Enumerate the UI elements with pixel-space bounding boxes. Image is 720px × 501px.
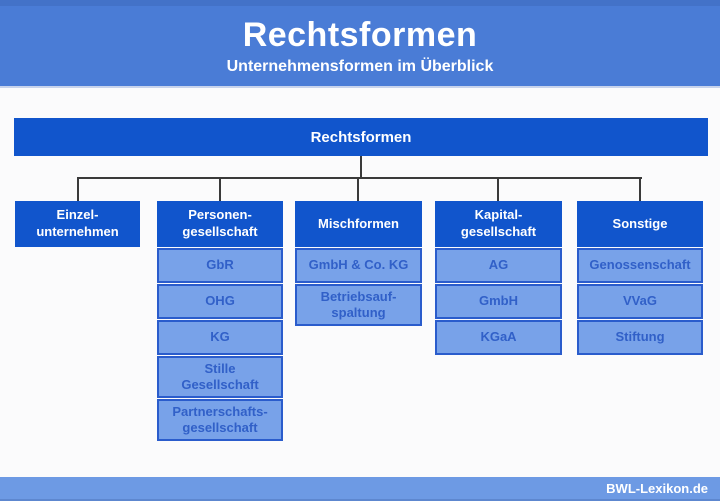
node-einzelunternehmen-header: Einzel- unternehmen xyxy=(15,201,140,247)
node-stiftung: Stiftung xyxy=(577,320,703,355)
node-vvag: VVaG xyxy=(577,284,703,319)
node-ohg: OHG xyxy=(157,284,283,319)
diagram-canvas: Rechtsformen Einzel- unternehmen Persone… xyxy=(0,88,720,477)
column-mischformen: Mischformen GmbH & Co. KG Betriebsauf- s… xyxy=(295,201,422,326)
column-personengesellschaft: Personen- gesellschaft GbR OHG KG Stille… xyxy=(157,201,283,441)
page-title: Rechtsformen xyxy=(242,16,478,54)
node-gmbh-co-kg: GmbH & Co. KG xyxy=(295,248,422,283)
connector-drop-einzelunternehmen xyxy=(77,179,79,201)
node-genossenschaft: Genossenschaft xyxy=(577,248,703,283)
node-kg: KG xyxy=(157,320,283,355)
footer-bar: BWL-Lexikon.de xyxy=(0,477,720,501)
node-ag: AG xyxy=(435,248,562,283)
node-kgaa: KGaA xyxy=(435,320,562,355)
node-gbr: GbR xyxy=(157,248,283,283)
node-kapitalgesellschaft-header: Kapital- gesellschaft xyxy=(435,201,562,247)
node-partnerschaftsgesellschaft: Partnerschafts- gesellschaft xyxy=(157,399,283,441)
page-subtitle: Unternehmensformen im Überblick xyxy=(226,58,494,75)
column-kapitalgesellschaft: Kapital- gesellschaft AG GmbH KGaA xyxy=(435,201,562,355)
node-personengesellschaft-header: Personen- gesellschaft xyxy=(157,201,283,247)
node-sonstige-header: Sonstige xyxy=(577,201,703,247)
connector-horizontal xyxy=(77,177,642,179)
connector-drop-personengesellschaft xyxy=(219,179,221,201)
connector-trunk xyxy=(360,156,362,179)
node-betriebsaufspaltung: Betriebsauf- spaltung xyxy=(295,284,422,326)
header-banner: Rechtsformen Unternehmensformen im Überb… xyxy=(0,0,720,88)
root-node-rechtsformen: Rechtsformen xyxy=(14,118,708,156)
column-sonstige: Sonstige Genossenschaft VVaG Stiftung xyxy=(577,201,703,355)
connector-drop-kapitalgesellschaft xyxy=(497,179,499,201)
connector-drop-mischformen xyxy=(357,179,359,201)
node-mischformen-header: Mischformen xyxy=(295,201,422,247)
connector-drop-sonstige xyxy=(639,179,641,201)
node-gmbh: GmbH xyxy=(435,284,562,319)
footer-brand: BWL-Lexikon.de xyxy=(606,480,708,496)
column-einzelunternehmen: Einzel- unternehmen xyxy=(15,201,140,247)
node-stille-gesellschaft: Stille Gesellschaft xyxy=(157,356,283,398)
